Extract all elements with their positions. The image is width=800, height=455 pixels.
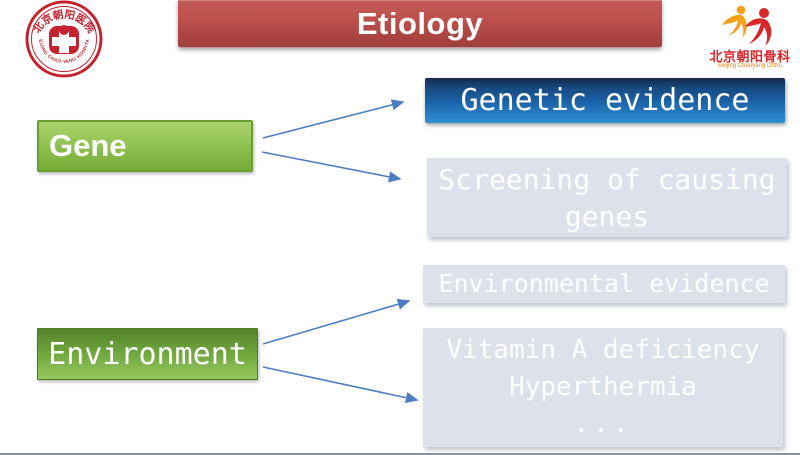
slide-bottom-border: [0, 453, 800, 455]
ortho-figures-icon: [722, 5, 772, 46]
genetic-evidence-label: Genetic evidence: [460, 83, 750, 118]
arrow-environment-to-evidence: [262, 298, 411, 345]
gene-label: Gene: [49, 128, 127, 163]
ortho-logo: 北京朝阳骨科 Beijing Chaoyang Ortho: [704, 2, 796, 70]
arrow-gene-to-evidence: [262, 99, 405, 139]
screening-line-1: Screening of causing: [438, 163, 776, 196]
factors-line-1: Vitamin A deficiency: [446, 335, 760, 365]
logo-cross-icon: [49, 25, 79, 54]
environment-label: Environment: [48, 336, 247, 372]
screening-genes-box: Screening of causing genes: [427, 158, 787, 237]
hospital-logo: 北京朝阳医院 BEIJING CHAO-YANG HOSPITAL: [24, 0, 103, 78]
environmental-factors-box: Vitamin A deficiency Hyperthermia ...: [423, 328, 783, 447]
page-title: Etiology: [356, 6, 484, 41]
environmental-evidence-box: Environmental evidence: [423, 265, 785, 303]
environmental-evidence-label: Environmental evidence: [438, 269, 770, 298]
ortho-logo-cn-text: 北京朝阳骨科: [709, 49, 791, 64]
title-banner: Etiology: [178, 0, 662, 48]
screening-line-2: genes: [564, 200, 650, 233]
ortho-logo-en-text: Beijing Chaoyang Ortho: [718, 63, 782, 69]
factors-line-2: Hyperthermia: [509, 372, 697, 402]
factors-ellipsis: ...: [573, 409, 633, 439]
arrow-environment-to-factors: [262, 366, 419, 404]
arrow-gene-to-screening: [261, 151, 402, 183]
logo-inner-ring: [31, 6, 97, 72]
environment-source-box: Environment: [37, 328, 258, 380]
gene-source-box: Gene: [37, 120, 253, 172]
genetic-evidence-box: Genetic evidence: [425, 78, 785, 123]
